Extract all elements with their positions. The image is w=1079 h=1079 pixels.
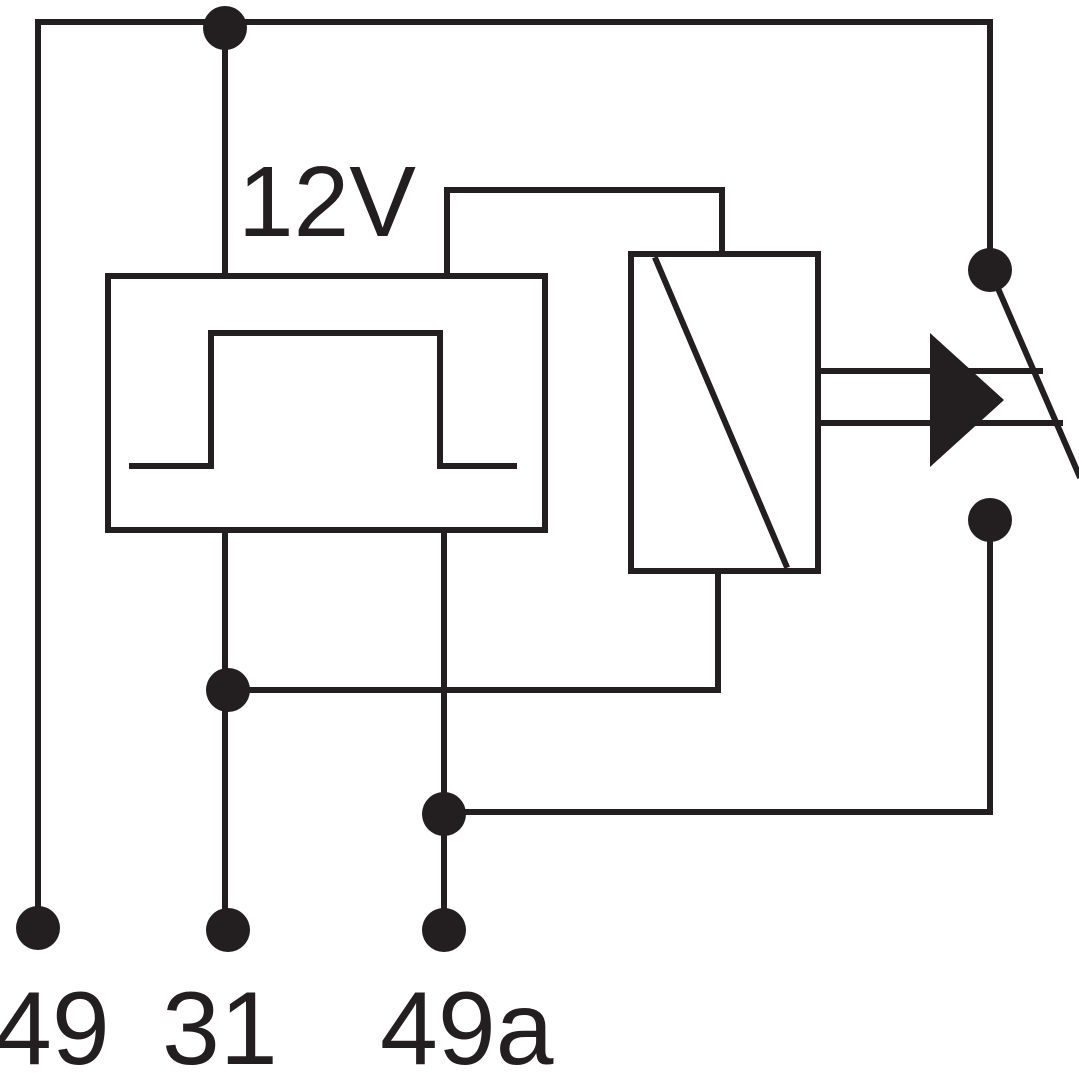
- switch-blade: [986, 266, 1079, 479]
- terminal-49a-label: 49a: [380, 971, 554, 1079]
- terminal-49-label: 49: [0, 971, 110, 1079]
- junction-ground: [206, 668, 250, 712]
- timer-module-box: [105, 273, 548, 533]
- voltage-label: 12V: [238, 146, 416, 258]
- timer-to-coil-wire: [444, 187, 725, 279]
- coil-to-ground-wire: [225, 568, 721, 693]
- junction-49a: [422, 792, 466, 836]
- relay-coil-box: [628, 251, 821, 574]
- terminal-49-dot: [16, 906, 60, 950]
- top-bus-wire: [35, 19, 993, 933]
- terminal-49a-dot: [422, 908, 466, 952]
- terminal-31-dot: [206, 908, 250, 952]
- junction-top: [203, 6, 247, 50]
- switch-to-49a-wire: [441, 517, 993, 815]
- actuator-arrow-icon: [930, 333, 1004, 467]
- relay-coil-diagonal: [652, 256, 790, 569]
- terminal-31-label: 31: [162, 971, 278, 1079]
- pulse-waveform-symbol: [129, 330, 517, 469]
- switch-lower-contact: [968, 498, 1012, 542]
- switch-upper-contact: [968, 248, 1012, 292]
